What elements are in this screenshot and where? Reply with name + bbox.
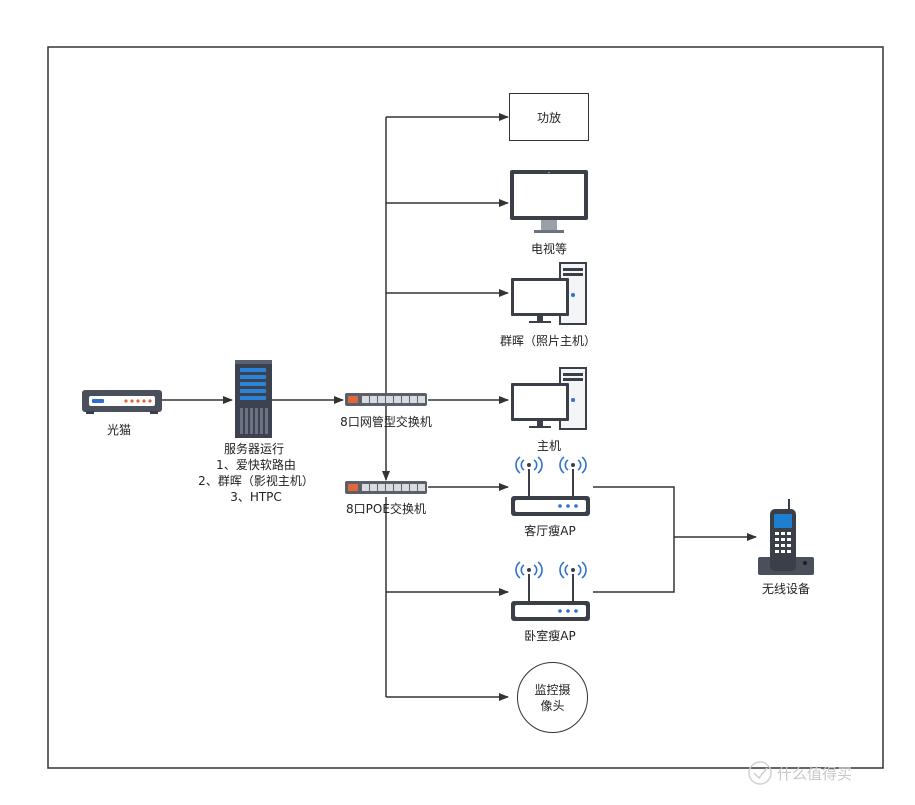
bedroom-ap-label: 卧室瘦AP bbox=[524, 629, 576, 643]
diagram-frame bbox=[47, 46, 884, 769]
connectors bbox=[162, 113, 757, 701]
server-icon bbox=[235, 360, 272, 438]
poe-switch-label: 8口POE交换机 bbox=[346, 502, 426, 516]
amplifier-box: 功放 bbox=[509, 93, 589, 141]
modem-icon bbox=[82, 390, 162, 414]
managed-switch-label: 8口网管型交换机 bbox=[340, 415, 432, 429]
server-title: 服务器运行 bbox=[223, 442, 285, 456]
camera-node: 监控摄 像头 bbox=[517, 662, 588, 733]
server-role-1: 1、爱快软路由 bbox=[216, 458, 296, 472]
server-role-3: 3、HTPC bbox=[230, 490, 282, 504]
synology-host-icon bbox=[511, 262, 587, 325]
watermark-text: 什么值得买 bbox=[777, 765, 853, 783]
main-host-label: 主机 bbox=[536, 439, 562, 453]
living-room-ap-label: 客厅瘦AP bbox=[524, 524, 576, 538]
bedroom-ap-icon bbox=[511, 561, 590, 621]
camera-label-line-2: 像头 bbox=[540, 698, 565, 713]
tv-label: 电视等 bbox=[530, 242, 568, 256]
watermark-logo-icon bbox=[748, 761, 772, 785]
synology-host-label: 群晖（照片主机） bbox=[499, 334, 597, 348]
wireless-phone-icon bbox=[758, 499, 814, 575]
camera-label-line-1: 监控摄 bbox=[534, 682, 571, 697]
main-host-icon bbox=[511, 367, 587, 430]
tv-icon bbox=[510, 170, 588, 233]
managed-switch-icon bbox=[345, 393, 427, 406]
poe-switch-icon bbox=[345, 481, 427, 494]
server-role-2: 2、群晖（影视主机） bbox=[198, 474, 314, 488]
wireless-devices-label: 无线设备 bbox=[761, 582, 811, 596]
amplifier-label: 功放 bbox=[536, 110, 561, 125]
modem-label: 光猫 bbox=[106, 423, 132, 437]
living-room-ap-icon bbox=[511, 456, 590, 516]
living-ap-to-merge-line bbox=[593, 486, 675, 593]
